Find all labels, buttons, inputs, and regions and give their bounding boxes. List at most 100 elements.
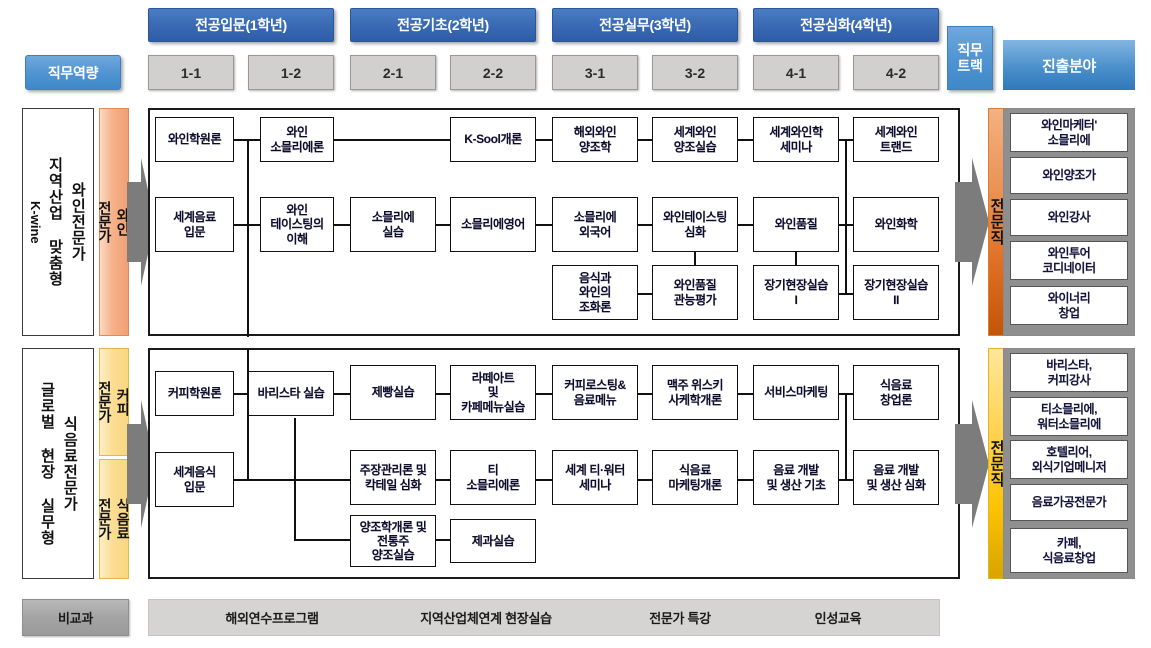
- track-header-label: 직무 트랙: [957, 41, 983, 74]
- field-box[interactable]: 와인강사: [1010, 199, 1128, 236]
- connector: [234, 139, 248, 141]
- program-label-wine-sub: 와인전문가: [69, 182, 87, 262]
- course-box[interactable]: 소믈리에영어: [450, 197, 536, 252]
- course-box[interactable]: 커피학원론: [155, 371, 234, 416]
- connector: [294, 539, 350, 541]
- connector: [839, 393, 853, 395]
- connector: [334, 393, 350, 395]
- field-box[interactable]: 카페, 식음료창업: [1010, 528, 1128, 573]
- connector: [247, 139, 261, 141]
- connector: [738, 224, 753, 226]
- capability-header: 직무역량: [25, 55, 121, 90]
- course-box[interactable]: 와인화학: [853, 197, 939, 252]
- course-box[interactable]: 맥주 위스키 사케학개론: [652, 365, 738, 420]
- year-header-4: 전공심화(4학년): [753, 8, 939, 42]
- course-box[interactable]: 음식과 와인의 조화론: [552, 265, 638, 320]
- program-label-fb-title: 글로벌 현장 실무형: [38, 381, 56, 546]
- field-box[interactable]: 바리스타, 커피강사: [1010, 353, 1128, 392]
- course-box[interactable]: 세계와인 양조실습: [652, 117, 738, 162]
- connector: [234, 224, 261, 226]
- connector: [536, 479, 552, 481]
- connector: [738, 479, 753, 481]
- connector: [247, 139, 249, 337]
- extracurricular-item[interactable]: 전문가 특강: [649, 611, 711, 626]
- program-label-wine-latin: K-wine: [27, 200, 43, 244]
- course-box[interactable]: 바리스타 실습: [248, 371, 334, 416]
- course-box[interactable]: 제과실습: [450, 519, 536, 563]
- connector: [638, 139, 652, 141]
- competency-fb-label: 식음료 전문가: [97, 498, 132, 540]
- field-box[interactable]: 티소믈리에, 워터소믈리에: [1010, 397, 1128, 436]
- course-box[interactable]: 세계음료 입문: [155, 197, 234, 252]
- extracurricular-item[interactable]: 인성교육: [814, 611, 862, 626]
- semester-cell-3-1: 3-1: [552, 55, 638, 90]
- semester-cell-1-1: 1-1: [148, 55, 234, 90]
- course-box[interactable]: 제빵실습: [350, 365, 436, 420]
- connector: [638, 224, 652, 226]
- extracurricular-label: 비교과: [22, 599, 129, 636]
- course-box[interactable]: 식음료 마케팅개론: [652, 450, 738, 505]
- course-box[interactable]: 와인테이스팅 심화: [652, 197, 738, 252]
- course-box[interactable]: 세계와인학 세미나: [753, 117, 839, 162]
- field-header: 진출분야: [1003, 40, 1135, 90]
- field-box[interactable]: 호텔리어, 외식기업메니저: [1010, 440, 1128, 479]
- semester-cell-1-2: 1-2: [248, 55, 334, 90]
- extracurricular-bar: [148, 599, 940, 636]
- field-box[interactable]: 와인투어 코디네이터: [1010, 241, 1128, 280]
- course-box[interactable]: 세계와인 트랜드: [853, 117, 939, 162]
- course-box[interactable]: 해외와인 양조학: [552, 117, 638, 162]
- course-box[interactable]: 음료 개발 및 생산 기초: [753, 450, 839, 505]
- track-header: 직무 트랙: [947, 26, 993, 90]
- connector: [839, 139, 853, 141]
- flow-arrow-wine-right: [955, 158, 989, 286]
- connector: [845, 393, 847, 480]
- connector: [436, 539, 450, 541]
- course-box[interactable]: 세계 티·워터 세미나: [552, 450, 638, 505]
- connector: [436, 479, 450, 481]
- connector: [839, 479, 853, 481]
- course-box[interactable]: 티 소믈리에론: [450, 450, 536, 505]
- connector: [738, 393, 753, 395]
- course-box[interactable]: 장기현장실습 II: [853, 265, 939, 320]
- course-box[interactable]: 와인 테이스팅의 이해: [260, 197, 334, 252]
- extracurricular-item[interactable]: 해외연수프로그램: [225, 611, 319, 626]
- course-box[interactable]: 와인 소믈리에론: [260, 117, 334, 162]
- course-box[interactable]: 소믈리에 외국어: [552, 197, 638, 252]
- semester-cell-3-2: 3-2: [652, 55, 738, 90]
- program-label-fb-sub: 식음료전문가: [61, 415, 79, 512]
- course-box[interactable]: 세계음식 입문: [155, 452, 234, 507]
- competency-coffee-label: 커피 전문가: [97, 381, 132, 423]
- extracurricular-item[interactable]: 지역산업체연계 현장실습: [420, 611, 552, 626]
- course-box[interactable]: 커피로스팅& 음료메뉴: [552, 365, 638, 420]
- field-box[interactable]: 와인양조가: [1010, 157, 1128, 194]
- connector: [536, 139, 552, 141]
- course-box[interactable]: 와인품질: [753, 197, 839, 252]
- connector: [536, 224, 552, 226]
- connector: [294, 479, 350, 481]
- course-box[interactable]: 양조학개론 및 전통주 양조실습: [350, 515, 436, 567]
- connector: [638, 293, 652, 295]
- course-box[interactable]: 주장관리론 및 칵테일 심화: [350, 450, 436, 505]
- field-box[interactable]: 와이너리 창업: [1010, 286, 1128, 325]
- connector: [334, 224, 350, 226]
- field-box[interactable]: 와인마케터' 소믈리에: [1010, 113, 1128, 152]
- semester-cell-2-2: 2-2: [450, 55, 536, 90]
- course-box[interactable]: 장기현장실습 I: [753, 265, 839, 320]
- flow-arrow-fb-right: [955, 400, 989, 528]
- course-box[interactable]: 서비스마케팅: [753, 365, 839, 420]
- connector: [334, 139, 450, 141]
- course-box[interactable]: 와인품질 관능평가: [652, 265, 738, 320]
- course-box[interactable]: 음료 개발 및 생산 심화: [853, 450, 939, 505]
- connector: [247, 348, 249, 480]
- field-box[interactable]: 음료가공전문가: [1010, 484, 1128, 521]
- course-box[interactable]: 식음료 창업론: [853, 365, 939, 420]
- competency-coffee: 커피 전문가: [97, 348, 132, 456]
- course-box[interactable]: 라떼아트 및 카페메뉴실습: [450, 365, 536, 420]
- course-box[interactable]: 소믈리에 실습: [350, 197, 436, 252]
- connector: [738, 139, 753, 141]
- semester-cell-4-1: 4-1: [753, 55, 839, 90]
- course-box[interactable]: 와인학원론: [155, 117, 234, 162]
- course-box[interactable]: K-Sool개론: [450, 117, 536, 162]
- program-label-wine-title: 지역산업 맞춤형: [46, 157, 64, 287]
- connector: [234, 479, 350, 481]
